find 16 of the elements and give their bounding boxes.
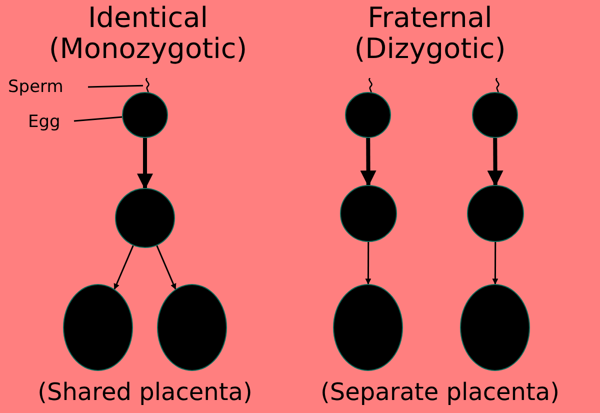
arrow (114, 245, 134, 290)
cell-circle (345, 92, 391, 138)
cell-circle (472, 92, 518, 138)
arrow (360, 138, 376, 187)
heading-text: (Separate placenta) (320, 377, 560, 407)
arrow (487, 138, 504, 187)
part-label: Sperm (8, 79, 64, 96)
leader-line (74, 116, 122, 122)
arrow (492, 242, 498, 285)
part-label: Egg (28, 114, 60, 131)
arrow (365, 242, 372, 285)
leader-line (88, 84, 144, 88)
cell-circle (122, 92, 168, 138)
arrow (137, 138, 153, 190)
heading-text: (Shared placenta) (38, 377, 252, 407)
arrow (156, 245, 176, 290)
